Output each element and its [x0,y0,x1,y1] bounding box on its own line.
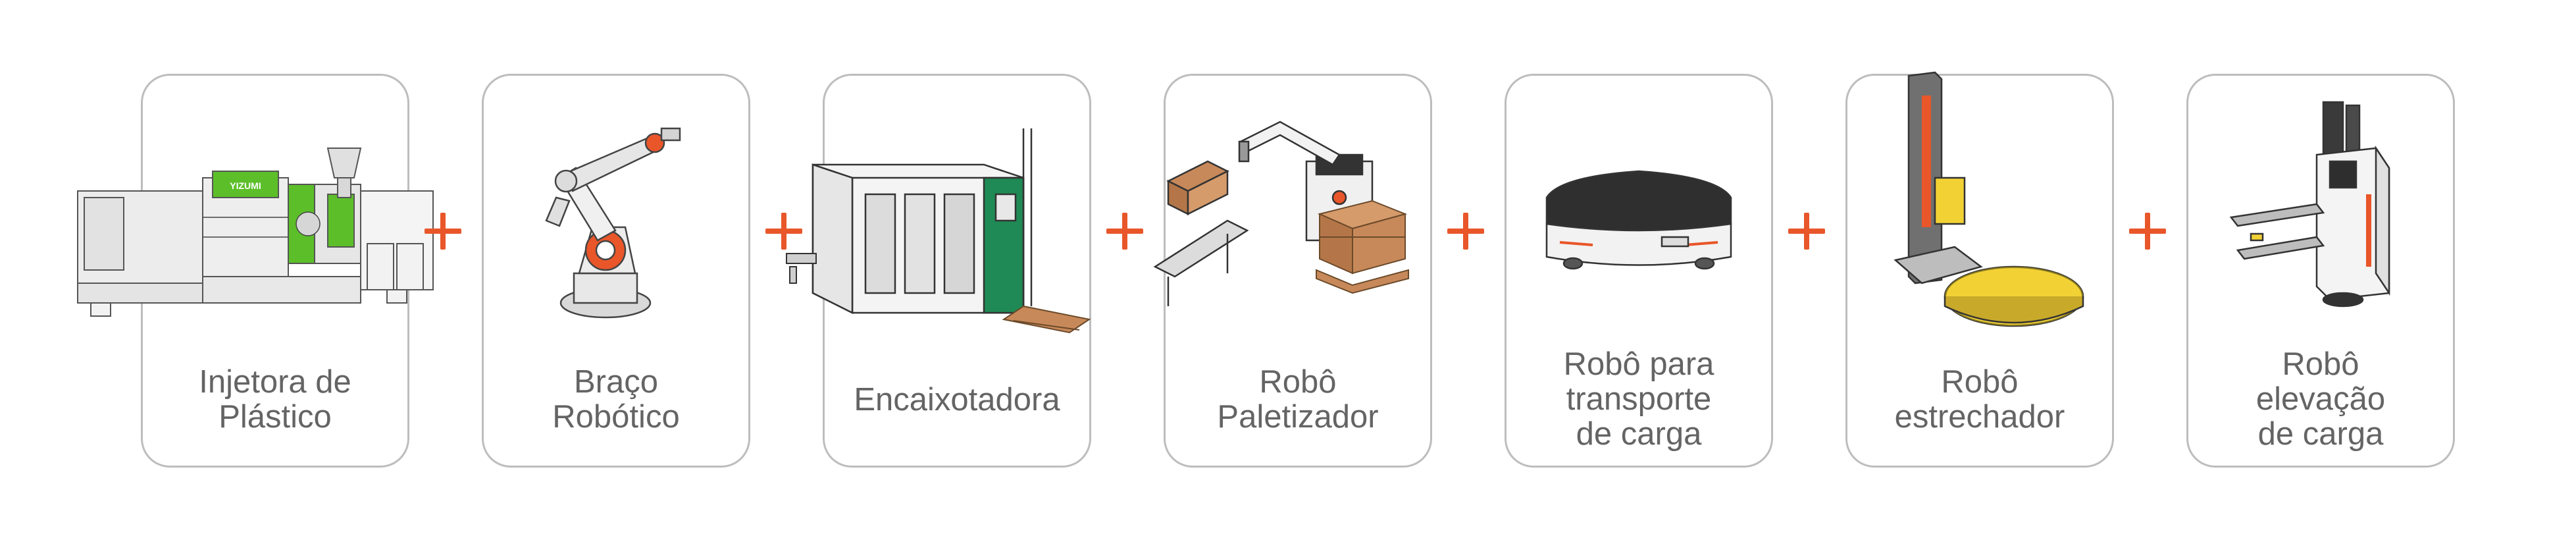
case-packer-icon [786,128,1091,334]
robotic-arm-icon [545,127,681,319]
label-line: estrechador [1894,399,2065,435]
plus-icon [765,213,802,250]
injection-molding-machine-icon: YIZUMI [77,148,434,317]
stretch-wrapper-icon [1893,71,2084,327]
label-line: Robô [1259,364,1337,400]
plus-icon [1788,213,1825,250]
machine-brand-text: YIZUMI [230,180,261,191]
label-paletizador: Robô Paletizador [1164,365,1432,435]
label-encaixotadora: Encaixotadora [823,383,1091,418]
plus-icon [425,213,461,250]
forklift-robot-icon [2229,101,2390,308]
label-estrechador: Robô estrechador [1845,365,2114,435]
label-line: de carga [1576,416,1702,452]
label-braco: Braço Robótico [482,365,750,435]
label-line: de carga [2257,416,2384,452]
label-line: elevação [2255,381,2386,417]
agv-robot-icon [1545,170,1732,270]
label-line: Robótico [552,399,680,435]
label-line: Injetora de [199,364,351,400]
label-line: Robô [2282,346,2359,382]
label-line: Braço [573,364,658,400]
label-injetora: Injetora de Plástico [141,365,409,435]
card-transporte [1505,74,1773,468]
label-line: Plástico [219,399,332,435]
label-transporte: Robô para transporte de carga [1505,347,1773,452]
plus-icon [2129,213,2166,250]
label-line: Encaixotadora [854,382,1060,418]
label-line: Robô [1941,364,2019,400]
plus-icon [1447,213,1484,250]
label-line: Robô para [1563,346,1714,382]
label-line: transporte [1566,381,1712,417]
label-line: Paletizador [1217,399,1379,435]
plus-icon [1106,213,1143,250]
palletizer-robot-icon [1153,121,1409,306]
label-elevacao: Robô elevação de carga [2186,347,2455,452]
